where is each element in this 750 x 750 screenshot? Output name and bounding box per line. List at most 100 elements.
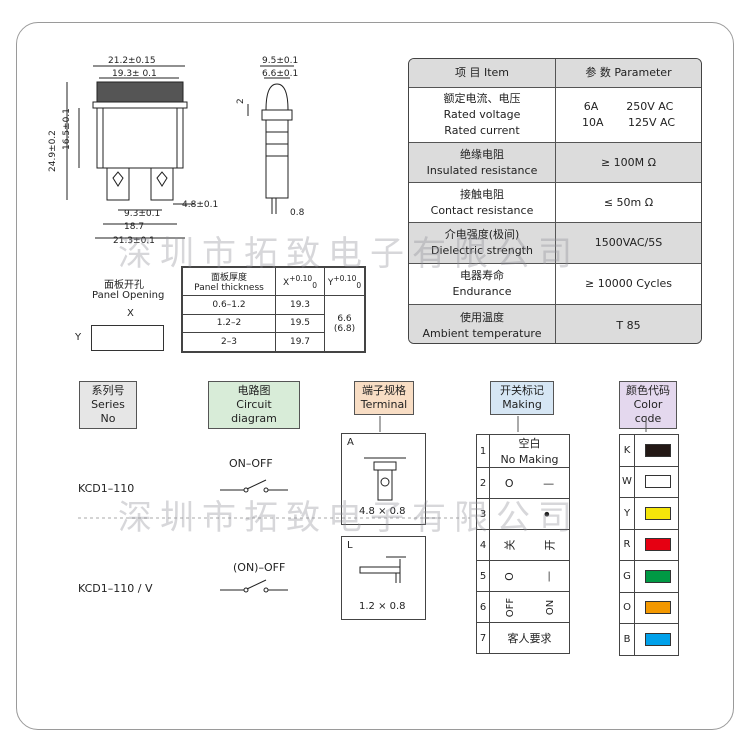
panel-x-label: X bbox=[127, 308, 134, 319]
dim-pin-spacing: 4.8±0.1 bbox=[182, 200, 219, 210]
param-value: 10A 125V AC bbox=[581, 116, 676, 129]
series-model: KCD1–110 bbox=[78, 482, 135, 495]
series-header: 系列号 Series No bbox=[79, 381, 137, 429]
param-cn: 接触电阻 bbox=[460, 187, 504, 201]
making-cn: 客人要求 bbox=[507, 632, 552, 645]
param-en: Insulated resistance bbox=[426, 163, 538, 177]
circuit-label: ON–OFF bbox=[229, 457, 273, 470]
color-code-table: K W Y R G O B bbox=[619, 434, 679, 656]
circuit-label: (ON)–OFF bbox=[233, 561, 286, 574]
dim-pin-offset: 0.8 bbox=[290, 208, 305, 218]
color-letter: O bbox=[620, 592, 635, 623]
making-row: 7 客人要求 bbox=[477, 623, 569, 653]
circuit-header-en: Circuit diagram bbox=[231, 398, 277, 425]
dim-bottom-b: 18.7 bbox=[124, 222, 145, 232]
making-en: No Making bbox=[500, 452, 559, 466]
color-swatch bbox=[645, 506, 671, 520]
param-cn: 电器寿命 bbox=[460, 269, 504, 282]
color-letter: W bbox=[620, 466, 635, 497]
param-cn: 介电强度(极间) bbox=[444, 228, 520, 241]
color-swatch bbox=[645, 475, 671, 489]
color-header: 颜色代码 Color code bbox=[619, 381, 677, 429]
terminal-l-icon bbox=[359, 556, 406, 583]
panel-opening-rect bbox=[91, 325, 164, 351]
param-cn: 绝缘电阻 bbox=[460, 147, 504, 161]
thickness-h2-sub: 0 bbox=[312, 280, 317, 290]
thickness-h3-sub: 0 bbox=[356, 280, 362, 290]
param-value: T 85 bbox=[616, 319, 641, 332]
terminal-header-en: Terminal bbox=[360, 398, 408, 411]
making-symbol-a: OFF bbox=[505, 597, 517, 617]
param-en: Contact resistance bbox=[430, 203, 534, 217]
terminal-a-box: A 4.8 × 0.8 bbox=[341, 433, 426, 525]
color-row: R bbox=[620, 529, 678, 561]
front-view-drawing bbox=[66, 65, 195, 239]
switch-symbol-icon bbox=[220, 479, 288, 493]
series-model: KCD1–110 / V bbox=[78, 582, 153, 595]
color-swatch bbox=[645, 569, 671, 583]
color-letter: R bbox=[620, 529, 635, 560]
making-row: 3 • bbox=[477, 499, 569, 530]
making-symbol-b: — bbox=[543, 476, 555, 490]
making-symbol-a: 关 bbox=[503, 539, 517, 551]
terminal-code: L bbox=[347, 540, 353, 551]
making-symbol-b: — bbox=[542, 570, 556, 582]
making-cn: 空白 bbox=[518, 436, 541, 450]
dim-side-w1: 9.5±0.1 bbox=[262, 56, 299, 66]
dim-bottom-c: 21.3±0.1 bbox=[113, 236, 155, 246]
color-letter: K bbox=[620, 435, 635, 466]
param-row: 接触电阻 Contact resistance ≤ 50m Ω bbox=[409, 183, 701, 223]
param-value: 6A 250V AC bbox=[583, 100, 674, 113]
color-row: O bbox=[620, 592, 678, 624]
param-en: Rated voltage bbox=[443, 108, 521, 121]
header-item: 项 目 Item bbox=[409, 59, 556, 87]
parameter-header: 项 目 Item 参 数 Parameter bbox=[409, 59, 701, 88]
dim-side-w2: 6.6±0.1 bbox=[262, 69, 299, 79]
series-header-cn: 系列号 bbox=[91, 384, 125, 397]
making-number: 1 bbox=[477, 435, 490, 467]
making-number: 2 bbox=[477, 468, 490, 498]
making-number: 6 bbox=[477, 592, 490, 622]
color-row: W bbox=[620, 466, 678, 498]
color-row: K bbox=[620, 435, 678, 467]
param-cn: 额定电流、电压 bbox=[443, 92, 521, 105]
making-symbol-a: O bbox=[504, 476, 514, 490]
color-letter: B bbox=[620, 624, 635, 655]
series-header-en: Series No bbox=[91, 398, 125, 425]
param-value: ≤ 50m Ω bbox=[603, 195, 654, 209]
page-frame bbox=[16, 22, 734, 730]
thickness-h3-tol: +0.10 bbox=[333, 273, 357, 283]
thickness-h1-cn: 面板厚度 bbox=[210, 273, 247, 283]
making-symbol-b: ON bbox=[544, 599, 556, 615]
making-row: 1 空白 No Making bbox=[477, 435, 569, 468]
thickness-h3: Y bbox=[327, 277, 334, 288]
color-row: B bbox=[620, 624, 678, 655]
thickness-row-x: 19.7 bbox=[275, 332, 325, 352]
param-value: 1500VAC/5S bbox=[594, 236, 663, 249]
making-header-en: Making bbox=[502, 398, 542, 411]
color-row: Y bbox=[620, 498, 678, 530]
terminal-header: 端子规格 Terminal bbox=[354, 381, 414, 415]
making-symbol-a: O bbox=[502, 571, 516, 581]
thickness-y-val: 6.6 bbox=[337, 313, 352, 324]
terminal-size: 4.8 × 0.8 bbox=[359, 506, 406, 517]
dim-top-inner: 19.3± 0.1 bbox=[112, 69, 157, 79]
param-en: Rated current bbox=[444, 124, 520, 137]
thickness-h2: X bbox=[283, 277, 290, 288]
watermark: 深圳市拓致电子有限公司 bbox=[118, 498, 580, 538]
terminal-header-cn: 端子规格 bbox=[362, 384, 406, 397]
making-symbol-a: • bbox=[542, 504, 552, 524]
making-header: 开关标记 Making bbox=[490, 381, 554, 415]
param-row: 介电强度(极间)Dielectric strength 1500VAC/5S bbox=[409, 223, 701, 264]
terminal-size: 1.2 × 0.8 bbox=[359, 601, 406, 612]
panel-opening-en: Panel Opening bbox=[92, 290, 165, 301]
param-value: ≥ 10000 Cycles bbox=[585, 277, 672, 290]
dim-bottom-a: 9.3±0.1 bbox=[124, 209, 161, 219]
color-header-en: Color code bbox=[633, 398, 663, 425]
param-cn: 使用温度 bbox=[460, 311, 504, 324]
dim-top-outer: 21.2±0.15 bbox=[108, 56, 156, 66]
momentary-switch-icon bbox=[220, 579, 288, 593]
